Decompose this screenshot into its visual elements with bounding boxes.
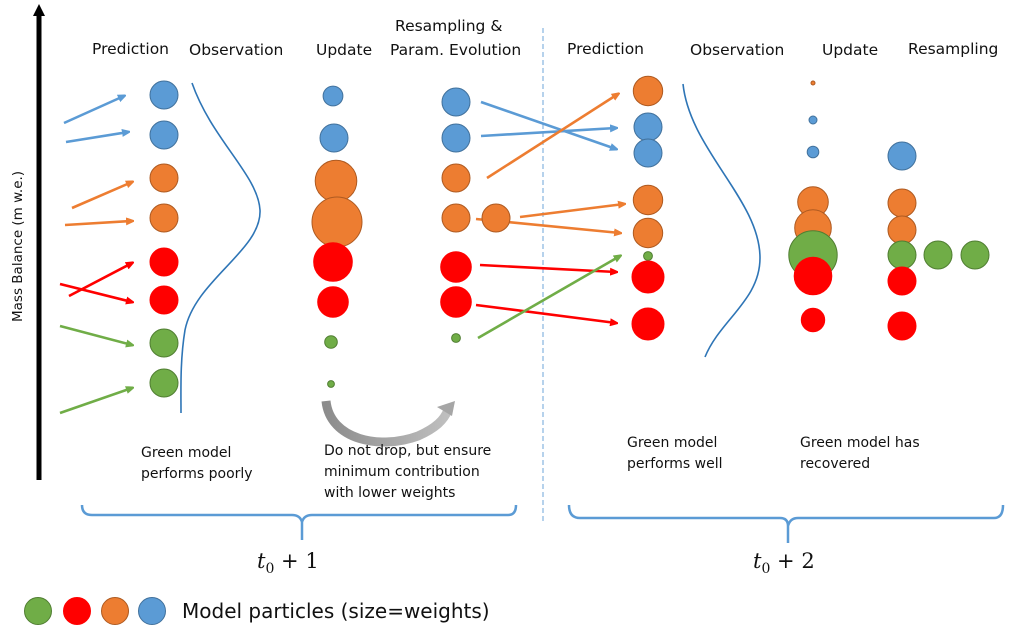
particle-orange: [311, 196, 363, 248]
particle-blue: [806, 145, 820, 159]
transition-arrow-blue: [480, 100, 616, 149]
particle-blue: [808, 115, 818, 125]
legend-dot-blue: [138, 597, 166, 625]
transition-arrow-orange: [519, 204, 624, 219]
particle-blue: [633, 112, 663, 142]
particle-orange: [441, 203, 471, 233]
brace-t1: [80, 504, 518, 540]
transition-arrow-orange: [71, 182, 132, 210]
legend-dot-orange: [101, 597, 129, 625]
particle-red: [631, 307, 665, 341]
particle-green: [643, 251, 653, 261]
y-axis-label: Mass Balance (m w.e.): [10, 170, 26, 322]
stage-label-resampling-t1-line2: Param. Evolution: [390, 41, 522, 59]
particle-red: [887, 311, 917, 341]
particle-red: [149, 247, 179, 277]
particle-blue: [887, 141, 917, 171]
particle-red: [887, 266, 917, 296]
particle-green: [149, 328, 179, 358]
brace-t2: [567, 504, 1005, 543]
particle-red: [793, 256, 833, 296]
keep-particle-curved-arrow: [321, 400, 453, 447]
particle-green: [149, 368, 179, 398]
stage-label-prediction-t2: Prediction: [567, 40, 645, 58]
transition-arrow-red: [59, 282, 132, 302]
particle-green: [960, 240, 990, 270]
particle-orange: [481, 203, 511, 233]
transition-arrow-green: [477, 256, 620, 340]
transition-arrow-orange: [64, 221, 132, 227]
note-green-performs-well: Green model performs well: [627, 435, 723, 472]
note-green-recovered: Green model has recovered: [800, 435, 920, 472]
time-sub: 0: [265, 561, 275, 578]
stage-label-observation-t1: Observation: [189, 41, 284, 59]
time-var: t: [753, 549, 762, 573]
time-var: t: [257, 549, 266, 573]
transition-arrow-red: [475, 303, 616, 323]
axis-arrowhead-icon: [33, 4, 45, 16]
particle-orange: [632, 217, 664, 249]
particle-green: [923, 240, 953, 270]
transition-arrow-green: [59, 388, 132, 415]
particle-blue: [149, 80, 179, 110]
particle-blue: [322, 85, 344, 107]
particle-red: [313, 242, 353, 282]
stage-label-observation-t2: Observation: [690, 41, 785, 59]
observation-curve-t1: [180, 82, 261, 414]
particle-green: [327, 380, 335, 388]
particle-blue: [441, 87, 471, 117]
particle-orange: [441, 163, 471, 193]
time-label-t0-plus-1: t0 + 1: [257, 549, 319, 577]
particle-red: [440, 251, 472, 283]
particle-red: [631, 260, 665, 294]
transition-arrow-blue: [480, 128, 616, 138]
particle-green: [451, 333, 461, 343]
transition-arrow-blue: [65, 132, 128, 144]
curved-arrow-head-icon: [437, 401, 455, 416]
legend-dot-red: [63, 597, 91, 625]
particle-red: [317, 286, 349, 318]
transition-arrow-blue: [63, 96, 124, 125]
transition-arrow-green: [59, 324, 132, 345]
particle-orange: [810, 80, 816, 86]
particle-red: [149, 285, 179, 315]
legend-text: Model particles (size=weights): [182, 599, 490, 623]
particle-orange: [887, 215, 917, 245]
particle-orange: [149, 203, 179, 233]
particle-orange: [887, 188, 917, 218]
time-sub: 0: [761, 561, 771, 578]
observation-curve-t2: [682, 83, 761, 358]
particle-orange: [632, 75, 664, 107]
particle-blue: [633, 138, 663, 168]
particle-orange: [632, 184, 664, 216]
particle-red: [440, 286, 472, 318]
particle-blue: [441, 123, 471, 153]
particle-blue: [319, 123, 349, 153]
transition-arrow-red: [68, 263, 132, 298]
stage-label-prediction-t1: Prediction: [92, 40, 170, 58]
time-rest: + 1: [274, 549, 319, 573]
particle-green: [324, 335, 338, 349]
time-label-t0-plus-2: t0 + 2: [753, 549, 815, 577]
stage-label-resampling-t1-line1: Resampling &: [395, 17, 503, 35]
stage-label-update-t1: Update: [316, 41, 373, 59]
note-do-not-drop: Do not drop, but ensure minimum contribu…: [324, 443, 492, 501]
legend-dot-green: [24, 597, 52, 625]
particle-green: [887, 240, 917, 270]
particle-orange: [149, 163, 179, 193]
stage-label-update-t2: Update: [822, 41, 879, 59]
particle-orange: [314, 159, 358, 203]
stage-label-resampling-t2: Resampling: [908, 40, 999, 58]
particle-blue: [149, 120, 179, 150]
note-green-performs-poorly: Green model performs poorly: [141, 445, 253, 482]
time-rest: + 2: [770, 549, 815, 573]
transition-arrow-orange: [486, 94, 618, 180]
particle-red: [800, 307, 826, 333]
